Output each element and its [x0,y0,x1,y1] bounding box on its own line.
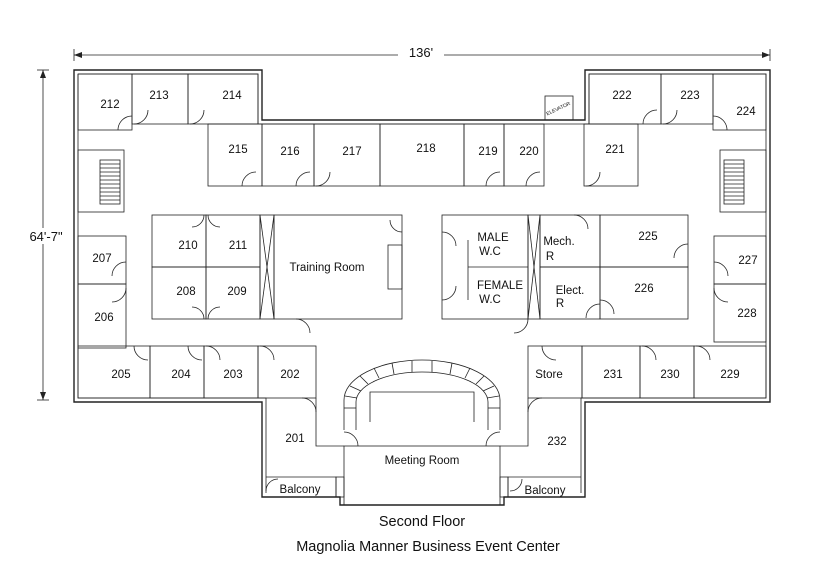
room-217-label: 217 [342,146,361,158]
room-206-label: 206 [94,312,113,324]
floor-title: Second Floor [379,514,465,530]
mech-room-label-line2: R [546,251,554,263]
room-205-label: 205 [111,369,130,381]
balcony-right-label: Balcony [525,485,566,497]
female-wc-label-line1: FEMALE [477,280,523,292]
stair-right [719,149,767,213]
room-216-label: 216 [280,146,299,158]
room-228-label: 228 [737,308,756,320]
width-dimension-label: 136' [409,45,433,60]
room-211-label: 211 [229,240,247,252]
room-224-label: 224 [736,106,756,118]
room-215-label: 215 [228,144,247,156]
top-row-rooms [207,123,639,187]
height-dimension-label: 64'-7" [29,229,63,244]
room-203-label: 203 [223,369,242,381]
balcony-left-area [265,476,345,498]
room-207-label: 207 [92,253,111,265]
room-labels: 212 213 214 215 216 217 218 219 220 221 … [92,90,757,497]
room-229-label: 229 [720,369,739,381]
room-213-label: 213 [149,90,168,102]
room-223-label: 223 [680,90,699,102]
room-201-label: 201 [285,433,304,445]
width-dimension: 136' [73,45,771,61]
store-label: Store [535,369,563,381]
mech-room-label-line1: Mech. [543,236,574,248]
male-wc-label-line1: MALE [477,232,509,244]
right-core [441,214,689,334]
room-222-label: 222 [612,90,631,102]
curved-stair [343,359,501,430]
elect-room-label-line2: R [556,298,564,310]
female-wc-label-line2: W.C [479,294,501,306]
right-side-rooms [713,235,767,343]
room-231-label: 231 [603,369,622,381]
left-side-rooms [77,235,127,349]
room-208-label: 208 [176,286,195,298]
room-214-label: 214 [222,90,242,102]
room-220-label: 220 [519,146,538,158]
lower-center [265,359,581,506]
elevator: ELEVATOR [544,95,574,121]
bottom-left-rooms [77,345,317,399]
room-232-label: 232 [547,436,566,448]
room-218-label: 218 [416,143,435,155]
room-210-label: 210 [178,240,197,252]
room-221-label: 221 [605,144,624,156]
balcony-right-area [499,476,581,498]
bottom-right-rooms [527,345,767,399]
elect-room-label-line1: Elect. [556,285,585,297]
balcony-left-label: Balcony [280,484,321,496]
left-core [151,214,403,334]
room-225-label: 225 [638,231,657,243]
stair-left [77,149,125,213]
training-room-label: Training Room [290,262,365,274]
male-wc-label-line2: W.C [479,246,501,258]
room-227-label: 227 [738,255,757,267]
room-204-label: 204 [171,369,191,381]
venue-title: Magnolia Manner Business Event Center [296,539,560,555]
height-dimension: 64'-7" [24,69,68,401]
room-202-label: 202 [280,369,299,381]
room-230-label: 230 [660,369,679,381]
right-top-rooms: ELEVATOR [544,73,767,131]
caption: Second Floor Magnolia Manner Business Ev… [296,514,560,555]
room-226-label: 226 [634,283,653,295]
meeting-room-label: Meeting Room [385,455,460,467]
elevator-label: ELEVATOR [546,101,572,118]
room-219-label: 219 [478,146,497,158]
room-212-label: 212 [100,99,119,111]
room-209-label: 209 [227,286,246,298]
